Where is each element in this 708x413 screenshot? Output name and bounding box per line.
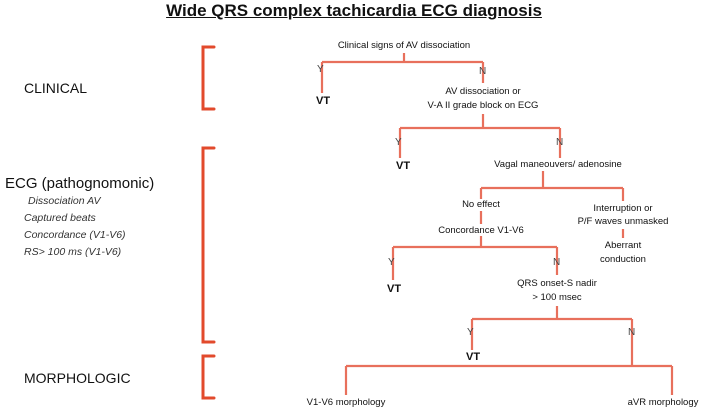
label-yes-4: Y	[388, 257, 395, 268]
bracket-morphologic	[201, 354, 216, 400]
label-no-2: N	[556, 137, 564, 148]
bracket-clinical	[201, 45, 216, 111]
node-clinical-signs: Clinical signs of AV dissociation	[337, 40, 471, 51]
node-qrs-2: > 100 msec	[532, 292, 582, 303]
criterion-captured-beats: Captured beats	[24, 212, 96, 224]
label-no-5: N	[628, 327, 636, 338]
node-aberrant-2: conduction	[600, 254, 646, 265]
bracket-ecg	[201, 146, 216, 344]
node-no-effect: No effect	[462, 199, 500, 210]
node-concordance: Concordance V1-V6	[438, 225, 524, 236]
vt-result-5: VT	[466, 351, 481, 363]
node-av-block-1: AV dissociation or	[445, 86, 521, 97]
criterion-dissociation-av: Dissociation AV	[28, 195, 101, 207]
vt-result-2: VT	[396, 160, 411, 172]
node-qrs-1: QRS onset-S nadir	[517, 278, 597, 289]
diagram-title: Wide QRS complex tachicardia ECG diagnos…	[166, 1, 542, 20]
label-yes-1: Y	[317, 64, 324, 75]
node-vagal: Vagal maneouvers/ adenosine	[494, 159, 622, 170]
node-interruption-2: P/F waves unmasked	[577, 216, 669, 227]
node-aberrant-1: Aberrant	[604, 240, 642, 251]
label-no-1: N	[479, 66, 487, 77]
label-yes-2: Y	[395, 137, 402, 148]
section-clinical: CLINICAL	[24, 80, 88, 96]
criterion-rs-interval: RS> 100 ms (V1-V6)	[24, 246, 122, 258]
node-av-block-2: V-A II grade block on ECG	[427, 100, 539, 111]
vt-result-1: VT	[316, 95, 331, 107]
node-interruption-1: Interruption or	[593, 203, 653, 214]
label-yes-5: Y	[467, 327, 474, 338]
section-morphologic: MORPHOLOGIC	[24, 370, 131, 386]
criterion-concordance: Concordance (V1-V6)	[24, 229, 126, 241]
node-v1v6-morphology: V1-V6 morphology	[306, 397, 386, 408]
vt-result-4: VT	[387, 283, 402, 295]
node-avr-morphology: aVR morphology	[627, 397, 699, 408]
section-ecg: ECG (pathognomonic)	[5, 175, 155, 192]
label-no-4: N	[553, 257, 561, 268]
